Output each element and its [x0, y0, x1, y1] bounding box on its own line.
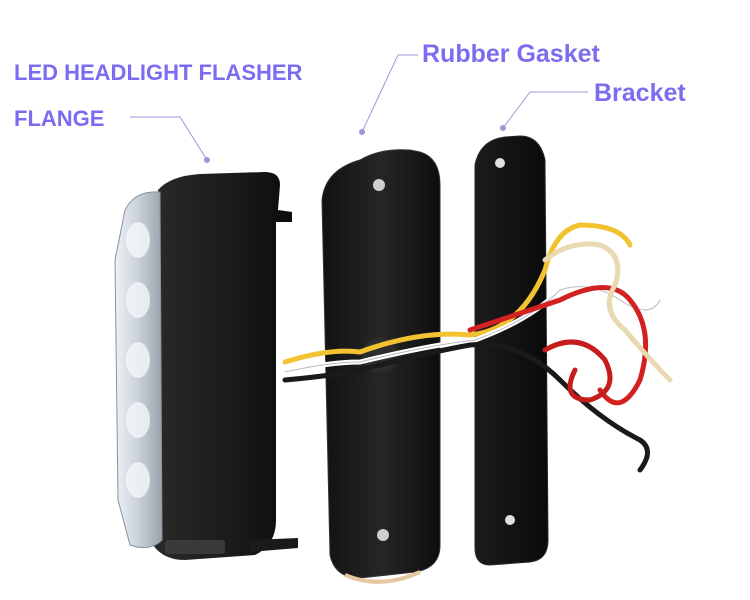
wire-red-loop — [542, 339, 613, 403]
callout-leader-lines — [130, 54, 588, 163]
bracket-screw-hole-top — [495, 158, 505, 168]
wiring-harness — [282, 222, 673, 473]
flange-label: FLANGE — [14, 106, 105, 131]
wire-tan — [542, 241, 673, 383]
bracket-leader-dot — [500, 125, 506, 131]
led-cells — [126, 222, 150, 498]
flange-leader-dot — [204, 157, 210, 163]
wire-white-outline — [284, 286, 661, 373]
rubber-gasket-label: Rubber Gasket — [422, 40, 600, 68]
gasket-leader-dot — [359, 129, 365, 135]
wire-red — [467, 285, 649, 406]
flange-slot — [165, 540, 225, 554]
wire-black — [282, 341, 650, 473]
wire-yellow — [282, 222, 633, 365]
gasket-bottom-edge — [344, 570, 421, 584]
bracket-leader-line — [502, 91, 588, 129]
bracket-label: Bracket — [594, 79, 686, 107]
bracket-screw-hole-bottom — [505, 515, 515, 525]
flasher-housing — [150, 172, 292, 560]
led-headlight-flasher-label: LED HEADLIGHT FLASHER — [14, 60, 303, 85]
flange-leader-line — [130, 116, 208, 161]
gasket-screw-hole-bottom — [377, 529, 389, 541]
gasket-screw-hole-top — [373, 179, 385, 191]
led-headlight-flasher — [114, 172, 298, 560]
flange-tab-bottom — [250, 538, 298, 552]
gasket-leader-line — [361, 54, 418, 133]
